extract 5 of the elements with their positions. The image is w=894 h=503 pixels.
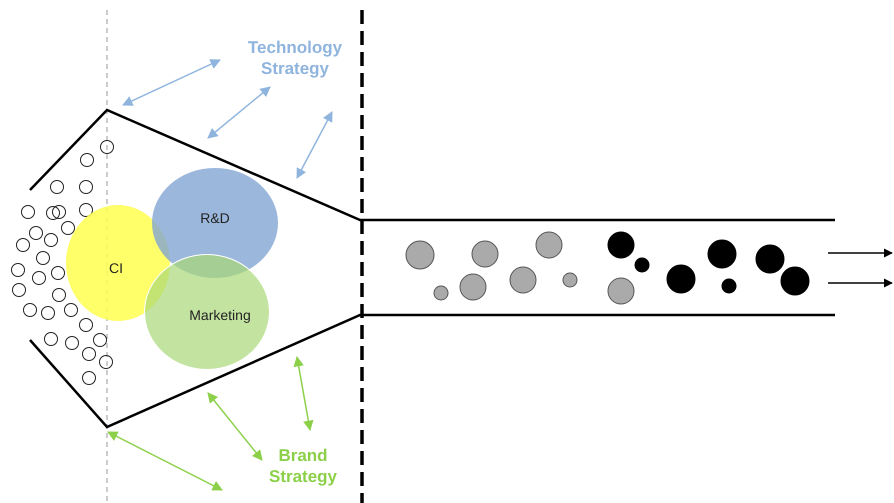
circle-label: R&D: [200, 210, 230, 226]
strategy-label: Brand Strategy: [268, 445, 338, 487]
strategy-label: Technology Strategy: [246, 37, 344, 79]
circle-label: CI: [109, 260, 123, 276]
circle-label: Marketing: [189, 307, 251, 323]
